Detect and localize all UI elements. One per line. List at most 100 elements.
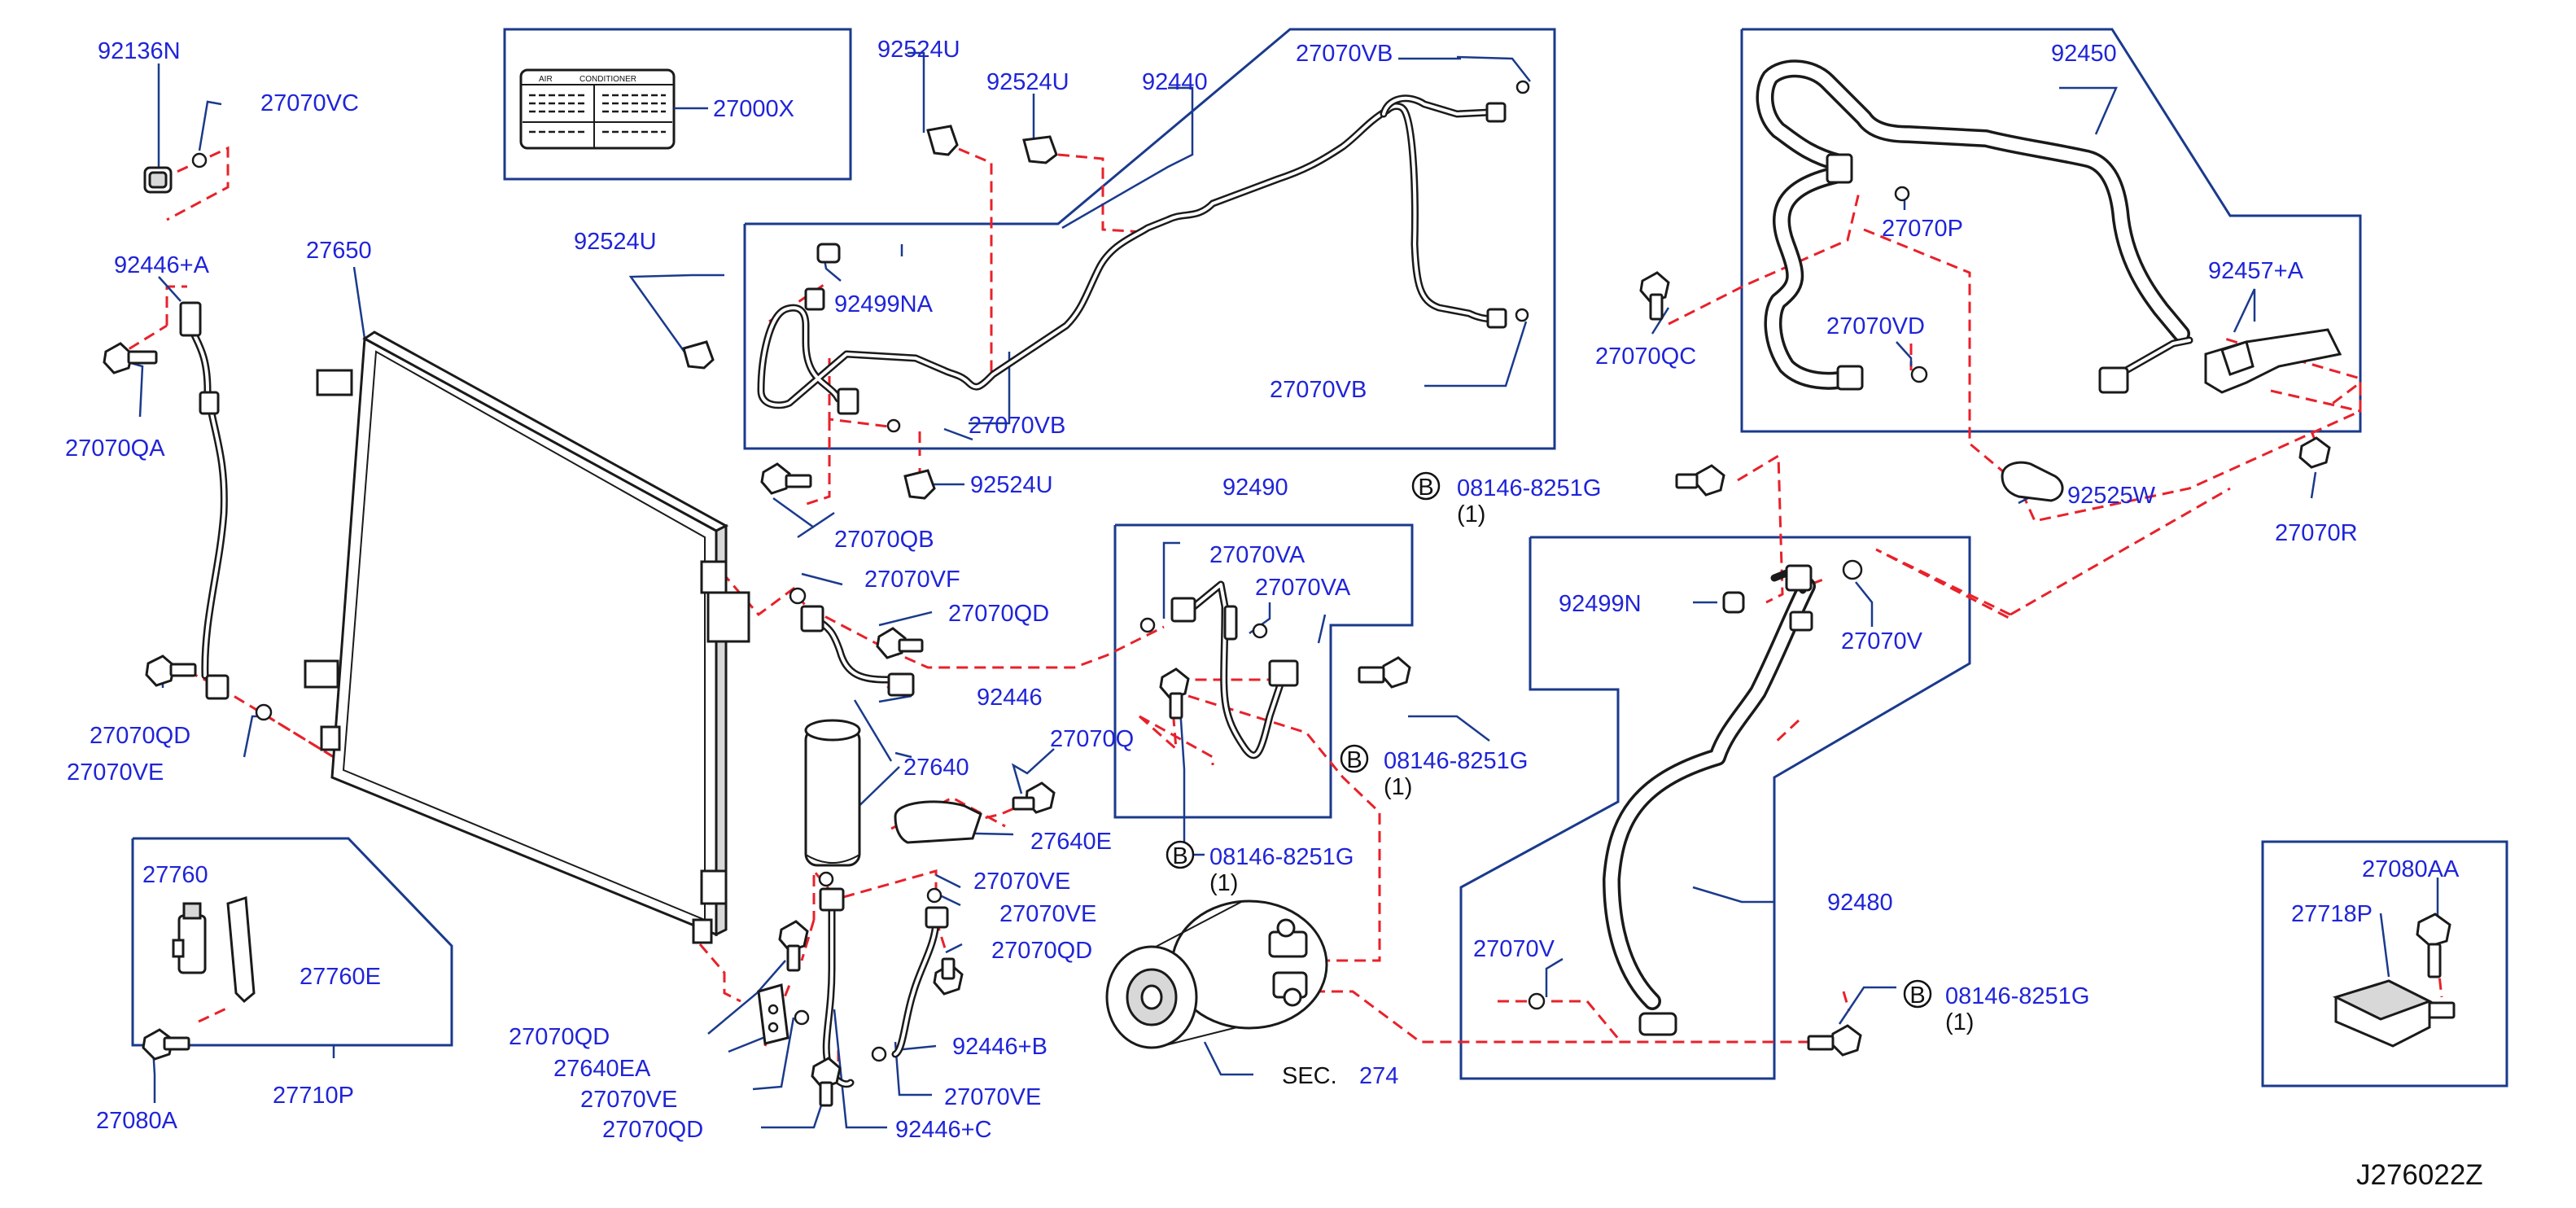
label-92524U-c: 92524U (574, 229, 657, 255)
oring-27070VC (191, 152, 208, 169)
label-27070VE-e: 27070VE (944, 1084, 1041, 1110)
pipe-92490-group-box (1113, 523, 1414, 819)
bolt-27070QC (1639, 271, 1670, 321)
label-27640E: 27640E (1030, 829, 1112, 855)
label-27070Q: 27070Q (1050, 726, 1134, 752)
bolt-27070QD-mid (876, 627, 924, 659)
oring-27070VB-right (1515, 308, 1529, 322)
label-27070QC: 27070QC (1595, 344, 1696, 370)
label-27070VE-b: 27070VE (973, 869, 1070, 895)
label-27070V-a: 27070V (1841, 628, 1923, 654)
oring-27070VE-b (926, 887, 942, 904)
part-labels: 92136N 27070VC 27000X 92524U 92524U 9252… (65, 37, 2483, 1191)
oring-27070V-a (1842, 559, 1863, 580)
label-27760E: 27760E (300, 964, 381, 990)
clip-92524U-a (926, 125, 959, 156)
clip-92524U-d (903, 469, 936, 500)
bracket-27760E (226, 896, 256, 1004)
oring-27070VA-b (1252, 623, 1268, 639)
decal-group-box (503, 28, 852, 181)
label-sec-number: 274 (1359, 1063, 1398, 1089)
pipe-92446A (179, 301, 230, 700)
label-27000X: 27000X (713, 96, 794, 122)
label-92480: 92480 (1827, 890, 1893, 916)
qty-08146-a: (1) (1457, 501, 1485, 527)
pipe-92440 (757, 94, 1507, 415)
oring-27070V-b (1528, 992, 1546, 1010)
oring-27070VF (789, 587, 807, 605)
label-92440: 92440 (1142, 69, 1208, 95)
pipe-92450-group-box (1740, 28, 2362, 433)
bracket-27710P-group-box (131, 837, 453, 1047)
label-27070V-b: 27070V (1473, 936, 1555, 962)
label-27760: 27760 (142, 862, 208, 888)
label-27080AA: 27080AA (2362, 856, 2460, 882)
label-27070QD-a: 27070QD (948, 601, 1049, 627)
bolt-08146-d (1807, 1024, 1862, 1057)
reference-code: J276022Z (2356, 1159, 2483, 1191)
label-92446A: 92446+A (114, 252, 210, 278)
bolt-27070QD-left (145, 654, 197, 687)
label-92490: 92490 (1222, 475, 1288, 501)
decal-text-air: AIR (539, 75, 553, 84)
label-92524U-a: 92524U (877, 37, 960, 63)
bolt-mark-b: B (1340, 744, 1369, 773)
decal-27000X: AIR CONDITIONER (519, 68, 708, 150)
label-08146-b: 08146-8251G (1384, 748, 1528, 774)
label-27070VB-c: 27070VB (969, 413, 1065, 439)
label-92499N: 92499N (1559, 591, 1642, 617)
label-27070P: 27070P (1882, 216, 1963, 242)
label-27070QD-e: 27070QD (602, 1117, 703, 1143)
hose-92480-group-box (1459, 536, 1971, 1080)
pipe-92446C (819, 887, 855, 1088)
qty-08146-d: (1) (1945, 1009, 1974, 1035)
oring-27070VE-left (255, 703, 273, 721)
oring-27070VE-d (871, 1046, 887, 1062)
hose-92480 (1603, 564, 1816, 1036)
label-27070VE-d: 27070VE (580, 1087, 677, 1113)
bolt-27080AA (2416, 913, 2451, 978)
oring-27070VE-c (794, 1009, 810, 1026)
clip-92525W (2001, 461, 2064, 502)
label-27070QD-b: 27070QD (90, 723, 190, 749)
label-27070VF: 27070VF (864, 567, 960, 593)
bolt-08146-b (1675, 464, 1725, 497)
bolt-mark-c-letter: B (1172, 843, 1187, 869)
bracket-92457A (2204, 328, 2342, 394)
bolt-27070QD-92490 (1159, 667, 1190, 720)
module-27718P (2332, 979, 2456, 1048)
bolt-27070Q (1012, 781, 1056, 814)
bolt-27070QB (760, 462, 812, 495)
label-27640: 27640 (903, 755, 969, 781)
label-92524U-b: 92524U (986, 69, 1069, 95)
oring-27070VA-a (1139, 617, 1156, 633)
bracket-27640EA (757, 983, 789, 1045)
label-27718P: 27718P (2291, 901, 2373, 927)
label-08146-d: 08146-8251G (1945, 983, 2089, 1009)
bolt-27070QA (103, 342, 158, 374)
label-27070VB-a: 27070VB (1296, 41, 1393, 67)
clip-92524U-c (682, 340, 715, 370)
label-27650: 27650 (306, 238, 372, 264)
bolt-mark-a-letter: B (1418, 475, 1433, 501)
label-92499NA: 92499NA (834, 291, 934, 317)
label-27080A: 27080A (96, 1108, 178, 1134)
bolt-mark-d: B (1903, 979, 1932, 1009)
oring-27070VE-a (818, 871, 834, 887)
label-sec-prefix: SEC. (1282, 1063, 1337, 1089)
label-27070VA-b: 27070VA (1255, 575, 1351, 601)
qty-08146-b: (1) (1384, 774, 1412, 800)
oring-27070VB-top (1515, 80, 1530, 94)
label-27070VE-a: 27070VE (67, 759, 164, 786)
label-27070QD-d: 27070QD (509, 1024, 610, 1050)
qty-08146-c: (1) (1209, 870, 1238, 896)
label-92450: 92450 (2051, 41, 2117, 67)
cap-92499N (1722, 591, 1745, 614)
label-92446B: 92446+B (952, 1034, 1047, 1060)
bolt-mark-c: B (1166, 840, 1195, 869)
bolt-27070QD-d (811, 1057, 842, 1107)
receiver-drier-27640 (804, 719, 861, 867)
label-27070VB-b: 27070VB (1270, 377, 1367, 403)
bracket-27640E (894, 800, 982, 844)
bolt-27070QD-c (778, 920, 809, 972)
